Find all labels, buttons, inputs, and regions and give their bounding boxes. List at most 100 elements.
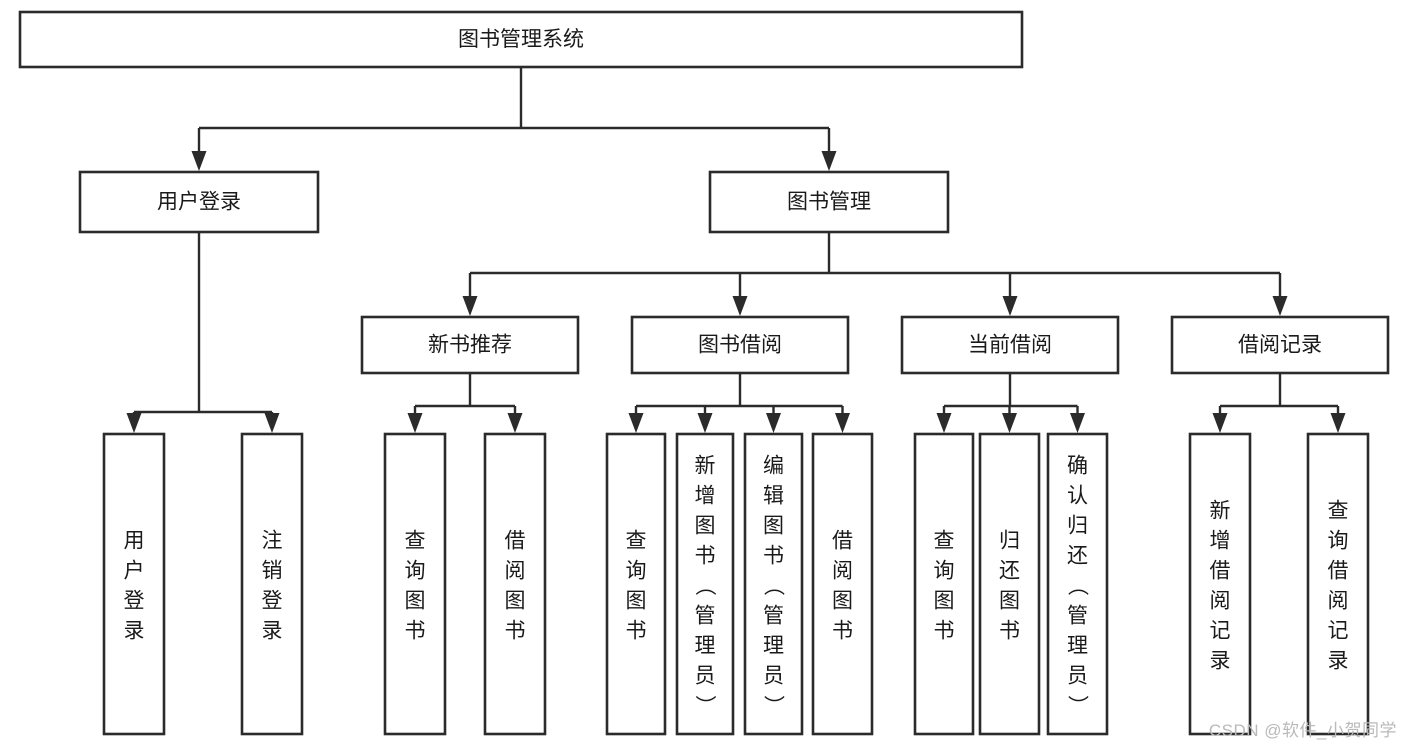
- arrow-head-icon: [821, 151, 837, 171]
- arrow-head-icon: [835, 413, 850, 433]
- node-label-char: 借: [1210, 559, 1231, 582]
- node-label-char: 员: [1067, 664, 1088, 687]
- node-label-char: 理: [1067, 634, 1088, 657]
- node-label-char: 还: [1067, 544, 1088, 567]
- node-label-char: 书: [695, 544, 716, 567]
- node-label-char: 询: [1328, 529, 1349, 552]
- node-borrow-record[interactable]: 借阅记录: [1170, 315, 1390, 375]
- node-label-char: 录: [1328, 649, 1349, 672]
- node-label-char: 书: [999, 619, 1020, 642]
- node-label: 图书管理系统: [458, 28, 584, 51]
- node-box: [605, 432, 667, 736]
- node-box: [102, 432, 166, 736]
- node-label-char: 图: [832, 589, 853, 612]
- node-label-char: 录: [262, 619, 283, 642]
- node-label-char: 书: [763, 544, 784, 567]
- node-label-char: 查: [1328, 499, 1349, 522]
- node-label-char: 借: [505, 529, 526, 552]
- node-label-char: 借: [832, 529, 853, 552]
- node-label-char: 阅: [1328, 589, 1349, 612]
- node-box: [1170, 315, 1390, 375]
- node-label-char: 员: [695, 664, 716, 687]
- arrow-head-icon: [1070, 413, 1085, 433]
- node-layer: 图书管理系统用户登录图书管理新书推荐图书借阅当前借阅借阅记录用户登录注销登录查询…: [18, 10, 1390, 736]
- node-label-char: 编: [763, 454, 784, 477]
- node-current-borrow[interactable]: 当前借阅: [900, 315, 1120, 375]
- node-label: 图书管理: [787, 191, 871, 214]
- node-box: [78, 170, 320, 234]
- node-label: 借阅记录: [1238, 334, 1322, 357]
- node-label-char: 查: [626, 529, 647, 552]
- node-label-char: 归: [1067, 514, 1088, 537]
- arrow-head-icon: [697, 413, 713, 433]
- node-label-char: 管: [695, 604, 716, 627]
- node-label-char: 询: [626, 559, 647, 582]
- node-label-char: 书: [505, 619, 526, 642]
- node-box: [743, 432, 804, 736]
- node-label-char: 管: [1067, 604, 1088, 627]
- node-label-char: 录: [124, 619, 145, 642]
- node-box: [811, 432, 874, 736]
- node-label-char: 登: [262, 589, 283, 612]
- node-label: 用户登录: [157, 191, 241, 214]
- node-label-char: 记: [1328, 619, 1349, 642]
- node-label-char: 归: [999, 529, 1020, 552]
- node-label-char: 注: [262, 529, 283, 552]
- node-label-char: 销: [262, 559, 283, 582]
- node-label-char: 阅: [832, 559, 853, 582]
- node-root[interactable]: 图书管理系统: [18, 10, 1024, 69]
- node-label-char: ）: [1066, 695, 1089, 716]
- node-box: [1188, 432, 1252, 736]
- node-book-manage[interactable]: 图书管理: [708, 170, 950, 234]
- node-label-char: 查: [934, 529, 955, 552]
- arrow-head-icon: [936, 413, 952, 433]
- node-box: [913, 432, 975, 736]
- node-label-char: 查: [405, 529, 426, 552]
- node-book-borrow[interactable]: 图书借阅: [630, 315, 850, 375]
- node-label-char: 新: [695, 454, 716, 477]
- node-label-char: 增: [695, 484, 716, 507]
- node-label-char: 借: [1328, 559, 1349, 582]
- node-new-book-rec[interactable]: 新书推荐: [360, 315, 580, 375]
- node-label-char: ）: [693, 695, 716, 716]
- node-label: 当前借阅: [968, 334, 1052, 357]
- node-leaf-user-login[interactable]: 用户登录: [102, 432, 166, 736]
- node-label-char: （: [693, 575, 716, 596]
- arrow-head-icon: [264, 413, 280, 433]
- node-label-char: 图: [695, 514, 716, 537]
- node-user-login[interactable]: 用户登录: [78, 170, 320, 234]
- node-box: [240, 432, 304, 736]
- node-label-char: 书: [934, 619, 955, 642]
- node-box: [675, 432, 735, 736]
- arrow-head-icon: [1330, 413, 1346, 433]
- node-box: [978, 432, 1041, 736]
- arrow-head-icon: [126, 413, 142, 433]
- node-label-char: 询: [934, 559, 955, 582]
- node-box: [18, 10, 1024, 69]
- node-label-char: 理: [763, 634, 784, 657]
- node-box: [483, 432, 547, 736]
- node-label-char: 记: [1210, 619, 1231, 642]
- arrow-head-icon: [1212, 413, 1228, 433]
- node-label-char: ）: [762, 695, 785, 716]
- arrow-head-icon: [1272, 296, 1288, 316]
- node-box: [900, 315, 1120, 375]
- node-label-char: 登: [124, 589, 145, 612]
- node-label-char: （: [762, 575, 785, 596]
- node-label-char: 图: [405, 589, 426, 612]
- node-label-char: 阅: [1210, 589, 1231, 612]
- node-label-char: 认: [1067, 484, 1088, 507]
